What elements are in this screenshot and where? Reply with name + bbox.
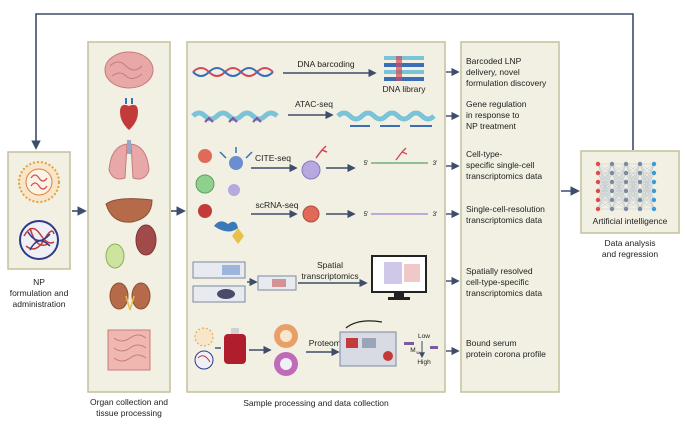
chromatin-icon	[191, 110, 279, 123]
kidneys-icon	[109, 282, 151, 311]
polymer-np-icon	[19, 220, 59, 260]
np-caption-3: administration	[13, 299, 66, 309]
cite-tag-icon	[395, 147, 408, 161]
output-6-line1: Bound serum	[466, 338, 517, 348]
output-2-line2: in response to	[466, 110, 520, 120]
heart-icon	[120, 98, 138, 130]
scrna-3prime: 3'	[433, 211, 438, 218]
serum-np-icons	[194, 327, 214, 370]
output-1: Barcoded LNP delivery, novel formulation…	[466, 56, 547, 88]
feedback-loop-arrow	[31, 13, 634, 150]
mw-label: M	[410, 347, 415, 354]
dna-library-label: DNA library	[383, 84, 427, 94]
scrna-5prime: 5'	[364, 211, 369, 218]
output-5-line2: cell-type-specific	[466, 277, 530, 287]
dna-barcoding-label: DNA barcoding	[297, 59, 354, 69]
blood-bag-icon	[224, 328, 246, 364]
proteomics-label: Proteomics	[309, 338, 352, 348]
cite-3prime: 3'	[433, 160, 438, 167]
spatial-chip-icon	[257, 275, 297, 291]
output-panel	[460, 41, 560, 393]
output-4: Single-cell-resolution transcriptomics d…	[466, 204, 545, 225]
output-2-line3: NP treatment	[466, 121, 517, 131]
liver-icon	[105, 198, 153, 223]
output-5: Spatially resolved cell-type-specific tr…	[466, 266, 542, 298]
gallbladder-icon	[105, 243, 125, 269]
mass-spec-icon	[339, 320, 397, 367]
dna-strand-icon	[192, 67, 274, 77]
output-3-line3: transcriptomics data	[466, 171, 542, 181]
output-6: Bound serum protein corona profile	[466, 338, 546, 359]
output-5-line3: transcriptomics data	[466, 288, 542, 298]
sample-caption: Sample processing and data collection	[243, 398, 389, 408]
lungs-icon	[108, 140, 150, 180]
spleen-icon	[135, 224, 157, 256]
output-3-line1: Cell-type-	[466, 149, 503, 159]
cite-5prime: 5'	[364, 160, 369, 167]
scrna-seq-label: scRNA-seq	[256, 200, 299, 210]
dna-library-icon	[384, 56, 424, 81]
brain-icon	[104, 51, 154, 89]
output-3-line2: specific single-cell	[466, 160, 535, 170]
single-cell-icon	[302, 205, 320, 223]
ai-title: Artificial intelligence	[593, 216, 668, 226]
atac-fragments-icon	[336, 110, 436, 127]
np-caption-1: NP	[33, 277, 45, 287]
monitor-icon	[371, 255, 427, 300]
neural-network-icon	[595, 161, 657, 212]
output-2: Gene regulation in response to NP treatm…	[466, 99, 527, 131]
organ-caption-1: Organ collection and	[90, 397, 168, 407]
mw-subscript: w	[416, 350, 420, 355]
protein-bands-icon	[404, 342, 438, 349]
ai-caption-1: Data analysis	[604, 238, 655, 248]
protein-corona-icon	[274, 324, 298, 376]
output-2-line1: Gene regulation	[466, 99, 527, 109]
spatial-slides-icon	[192, 261, 246, 303]
cell-mix-icon	[195, 147, 253, 244]
output-3: Cell-type- specific single-cell transcri…	[466, 149, 542, 181]
organ-caption-2: tissue processing	[96, 408, 162, 418]
spatial-label-2: transcriptomics	[301, 271, 358, 281]
lnp-icon	[18, 161, 60, 203]
output-1-line1: Barcoded LNP	[466, 56, 522, 66]
np-caption-2: formulation and	[10, 288, 69, 298]
output-1-line2: delivery, novel	[466, 67, 520, 77]
output-1-line3: formulation discovery	[466, 78, 547, 88]
output-4-line1: Single-cell-resolution	[466, 204, 545, 214]
output-6-line2: protein corona profile	[466, 349, 546, 359]
output-5-line1: Spatially resolved	[466, 266, 533, 276]
antibody-cell-icon	[301, 145, 328, 180]
spatial-label-1: Spatial	[317, 260, 343, 270]
ai-caption-2: and regression	[602, 249, 659, 259]
mw-high-label: High	[417, 359, 431, 366]
intestine-icon	[107, 329, 151, 371]
atac-seq-label: ATAC-seq	[295, 99, 333, 109]
mw-low-label: Low	[418, 333, 430, 340]
cite-seq-label: CITE-seq	[255, 153, 291, 163]
output-4-line2: transcriptomics data	[466, 215, 542, 225]
